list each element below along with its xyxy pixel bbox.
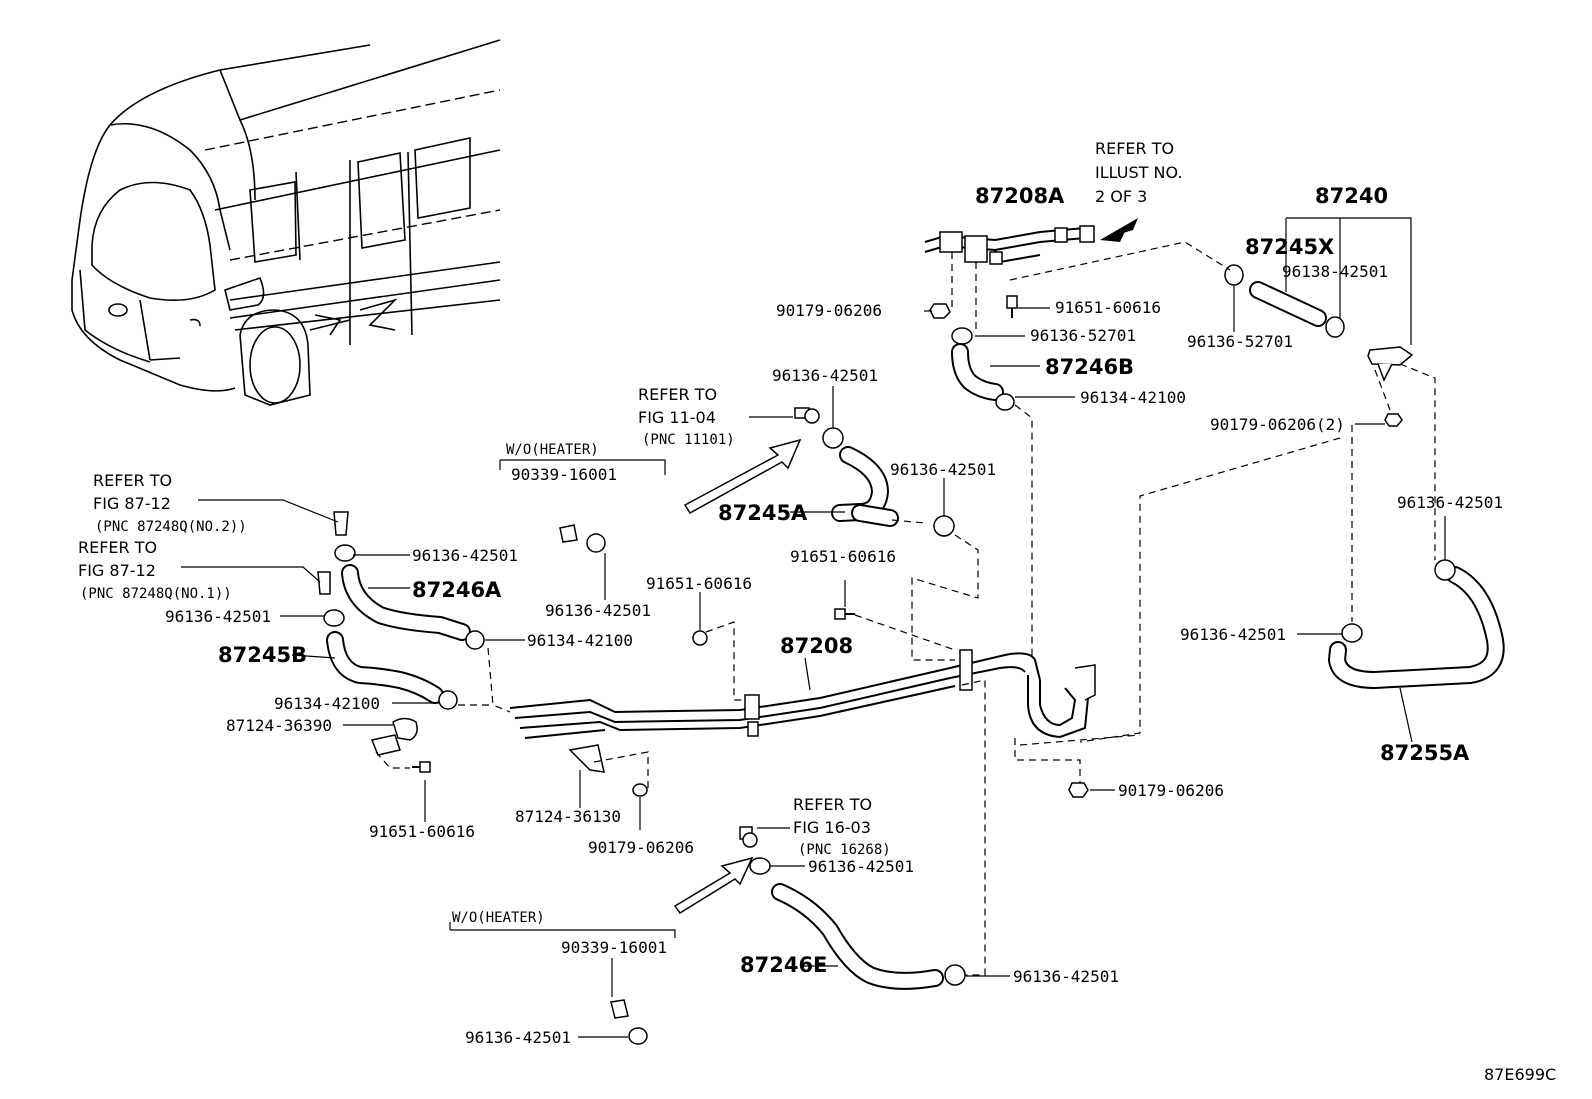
label-87124-36130: 87124-36130 [515, 807, 621, 826]
plug-90339-16001-bot [610, 999, 629, 1019]
label-91651-60616-c: 91651-60616 [790, 547, 896, 566]
bracket-87124-36390 [370, 717, 418, 756]
label-90179-06206-top: 90179-06206 [776, 301, 882, 320]
clamp-96136-42501-bot [628, 1027, 648, 1045]
label-90339-16001-bot: 90339-16001 [561, 938, 667, 957]
nut-90179-06206-br [1068, 782, 1089, 798]
label-96136-42501-bot: 96136-42501 [465, 1028, 571, 1047]
bolt-91651-60616-bl [412, 761, 431, 773]
label-96136-52701-top: 96136-52701 [1030, 326, 1136, 345]
ref-illust-line1: REFER TO [1095, 139, 1174, 158]
label-96136-42501-87246E: 96136-42501 [1013, 967, 1119, 986]
clamp-96136-42501-l1 [334, 544, 356, 562]
bus-illustration [71, 39, 501, 406]
label-91651-60616-mid: 91651-60616 [646, 574, 752, 593]
ref-fig87-no2-line2: FIG 87-12 [93, 494, 171, 513]
bolt-91651-60616-mid [692, 630, 708, 646]
leader-lines [181, 217, 1446, 1038]
guide-lines [375, 241, 1436, 976]
label-87246B: 87246B [1045, 355, 1134, 379]
label-96134-42100-top: 96134-42100 [1080, 388, 1186, 407]
label-90179-06206-b: 90179-06206 [588, 838, 694, 857]
arrow-icon [1100, 218, 1138, 242]
label-96136-42501-rmid: 96136-42501 [1180, 625, 1286, 644]
bracket-87240 [1367, 346, 1414, 382]
label-96136-42501-fig16: 96136-42501 [808, 857, 914, 876]
clamp-96136-42501-fig11 [822, 427, 844, 449]
plug-90339-16001-top [559, 524, 578, 543]
label-87245B: 87245B [218, 643, 307, 667]
bolt-91651-60616-c [834, 608, 855, 620]
label-91651-60616-top: 91651-60616 [1055, 298, 1161, 317]
nut-90179-06206-b [632, 783, 648, 797]
label-wo-heater-top: W/O(HEATER) [506, 442, 599, 458]
pipe-87208A [924, 225, 1095, 265]
label-87246E: 87246E [740, 953, 827, 977]
clamp-96136-42501-87246E [944, 964, 966, 986]
nut-90179-06206-2 [1384, 413, 1403, 427]
label-96136-42501-fig11: 96136-42501 [772, 366, 878, 385]
clamp-96136-42501-right [1434, 559, 1456, 581]
clamp-96134-42100-l1 [465, 630, 485, 650]
pipe-87208 [509, 649, 1096, 739]
label-96138-42501: 96138-42501 [1282, 262, 1388, 281]
label-87124-36390: 87124-36390 [226, 716, 332, 735]
clip-96136-52701-top [951, 327, 973, 345]
arrow-icon [673, 856, 754, 915]
label-87240: 87240 [1315, 184, 1388, 208]
ref-fig16-line1: REFER TO [793, 795, 872, 814]
ref-fig11-line3: (PNC 11101) [642, 432, 735, 448]
ref-fig87-no2-line3: (PNC 87248Q(NO.2)) [95, 519, 247, 535]
clamp-96136-42501-l2 [323, 609, 345, 627]
ref-fig87-no2-line1: REFER TO [93, 471, 172, 490]
clamp-96138-42501 [1325, 316, 1345, 338]
label-wo-heater-bot: W/O(HEATER) [452, 910, 545, 926]
label-90339-16001-top: 90339-16001 [511, 465, 617, 484]
ref-illust-line2: ILLUST NO. [1095, 163, 1182, 182]
label-87255A: 87255A [1380, 741, 1470, 765]
label-90179-06206-2: 90179-06206(2) [1210, 415, 1345, 434]
ref-fig16-line2: FIG 16-03 [793, 818, 871, 837]
label-91651-60616-bl: 91651-60616 [369, 822, 475, 841]
clamp-96136-42501-wo [586, 533, 606, 553]
connector-fig87-no2 [333, 511, 349, 536]
label-87245A: 87245A [718, 501, 808, 525]
label-96136-42501-right: 96136-42501 [1397, 493, 1503, 512]
ref-fig87-no1-line3: (PNC 87248Q(NO.1)) [80, 586, 232, 602]
label-96136-42501-wo: 96136-42501 [545, 601, 651, 620]
ref-fig11-line1: REFER TO [638, 385, 717, 404]
connector-fig16 [739, 826, 758, 848]
bracket-87124-36130 [568, 744, 605, 773]
clamp-96136-42501-fig16 [749, 857, 771, 875]
part-labels: REFER TO ILLUST NO. 2 OF 3 87208A 87240 … [78, 139, 1556, 1084]
label-96136-42501-87245A: 96136-42501 [890, 460, 996, 479]
arrow-icon [683, 438, 802, 515]
ref-fig87-no1-line2: FIG 87-12 [78, 561, 156, 580]
connector-fig11 [794, 407, 820, 424]
clamp-96134-42100-l2 [438, 690, 458, 710]
ref-fig16-line3: (PNC 16268) [798, 842, 891, 858]
label-96136-52701-right: 96136-52701 [1187, 332, 1293, 351]
ref-fig11-line2: FIG 11-04 [638, 408, 716, 427]
label-90179-06206-br: 90179-06206 [1118, 781, 1224, 800]
label-87208: 87208 [780, 634, 853, 658]
label-96134-42100-l1: 96134-42100 [527, 631, 633, 650]
figure-code: 87E699C [1484, 1065, 1556, 1084]
connector-fig87-no1 [317, 571, 331, 595]
label-87208A: 87208A [975, 184, 1065, 208]
clamp-96136-42501-rmid [1341, 623, 1363, 643]
label-87245X: 87245X [1245, 235, 1334, 259]
clamp-96134-42100-top [995, 393, 1015, 411]
ref-fig87-no1-line1: REFER TO [78, 538, 157, 557]
bolt-91651-60616-top [1006, 295, 1018, 318]
nut-90179-06206-top [929, 303, 951, 319]
clamp-96136-42501-87245A [933, 515, 955, 537]
label-96136-42501-l2: 96136-42501 [165, 607, 271, 626]
ref-illust-line3: 2 OF 3 [1095, 187, 1147, 206]
label-96134-42100-l2: 96134-42100 [274, 694, 380, 713]
label-96136-42501-l1: 96136-42501 [412, 546, 518, 565]
label-87246A: 87246A [412, 578, 502, 602]
